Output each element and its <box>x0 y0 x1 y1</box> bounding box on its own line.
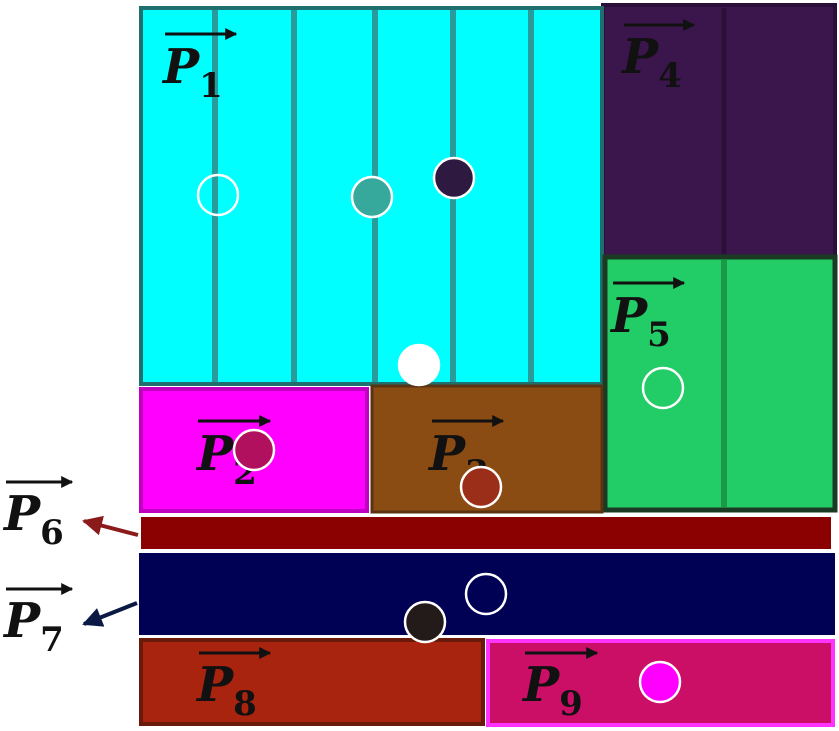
region-p6 <box>141 517 831 549</box>
symbol: P <box>521 657 561 713</box>
label-p6: P6 <box>2 476 74 553</box>
p7-pointer-arrow <box>82 601 138 627</box>
marker <box>638 660 682 704</box>
symbol: P <box>620 29 660 85</box>
label-p1: P1 <box>161 28 238 106</box>
region-p1 <box>139 6 604 386</box>
svg-text:P5: P5 <box>609 288 671 355</box>
region-p4 <box>601 3 837 259</box>
marker <box>641 366 685 410</box>
svg-text:P7: P7 <box>2 593 64 660</box>
subscript: 9 <box>559 684 583 724</box>
region-p7 <box>139 553 835 635</box>
marker <box>464 572 508 616</box>
marker <box>432 156 476 200</box>
marker <box>196 173 240 217</box>
label-p8: P8 <box>195 647 272 724</box>
symbol: P <box>161 39 201 95</box>
marker <box>403 600 447 644</box>
symbol: P <box>195 426 235 482</box>
svg-text:P9: P9 <box>521 657 583 724</box>
markers <box>196 156 685 704</box>
subscript: 5 <box>647 315 671 355</box>
subscript: 6 <box>40 513 64 553</box>
label-p5: P5 <box>609 277 686 355</box>
label-p4: P4 <box>620 19 696 96</box>
region-p8 <box>139 638 485 726</box>
symbol: P <box>427 426 467 482</box>
symbol: P <box>195 657 235 713</box>
svg-text:P8: P8 <box>195 657 257 724</box>
subscript: 8 <box>233 684 257 724</box>
marker <box>459 465 503 509</box>
subscript: 4 <box>658 56 682 96</box>
subscript: 1 <box>199 66 223 106</box>
p6-pointer-arrow <box>82 515 139 537</box>
svg-text:P6: P6 <box>2 486 64 553</box>
label-p7: P7 <box>2 583 74 660</box>
marker <box>350 175 394 219</box>
svg-text:P1: P1 <box>161 39 223 106</box>
marker <box>397 343 441 387</box>
subscript: 7 <box>40 620 64 660</box>
svg-text:P4: P4 <box>620 29 682 96</box>
symbol: P <box>2 486 42 542</box>
label-p9: P9 <box>521 647 599 724</box>
marker <box>232 428 276 472</box>
symbol: P <box>2 593 42 649</box>
symbol: P <box>609 288 649 344</box>
